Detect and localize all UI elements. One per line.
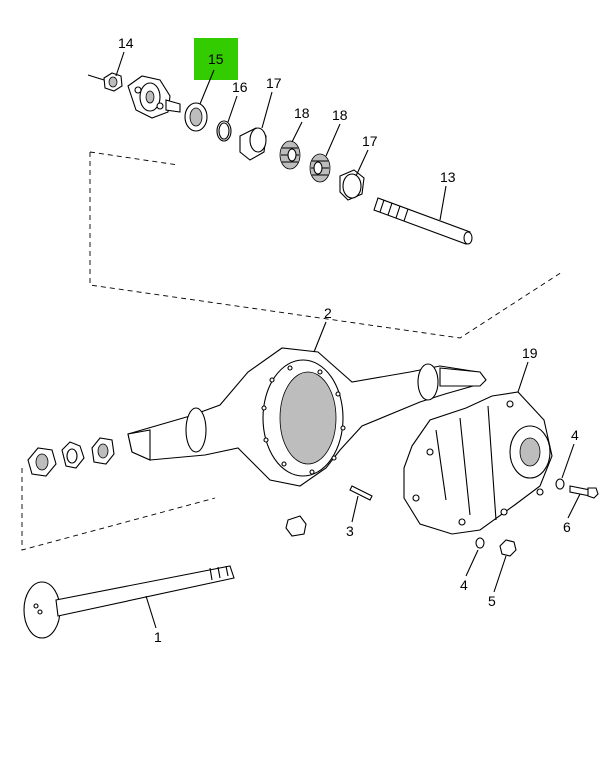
nut-bottom-part[interactable] bbox=[499, 539, 517, 557]
callout-16: 16 bbox=[232, 79, 248, 95]
callout-4-right: 4 bbox=[571, 427, 579, 443]
callout-15: 15 bbox=[208, 51, 224, 67]
bolt-part[interactable] bbox=[569, 485, 599, 499]
callout-13: 13 bbox=[440, 169, 456, 185]
callout-14: 14 bbox=[118, 35, 134, 51]
callout-2: 2 bbox=[324, 305, 332, 321]
lock-washer-part[interactable] bbox=[61, 441, 85, 469]
yoke-flange-part[interactable] bbox=[127, 75, 181, 119]
axle-shaft-part[interactable] bbox=[23, 565, 235, 639]
axle-housing-part[interactable] bbox=[127, 347, 487, 487]
callout-4-bottom: 4 bbox=[460, 577, 468, 593]
callout-18-b: 18 bbox=[332, 107, 348, 123]
bearing-cone-b-part[interactable] bbox=[309, 153, 331, 183]
differential-carrier-part[interactable] bbox=[403, 391, 553, 535]
housing-nut-part[interactable] bbox=[285, 515, 307, 537]
seal-part[interactable] bbox=[184, 102, 208, 132]
leader-lines bbox=[115, 51, 581, 629]
callout-1: 1 bbox=[154, 629, 162, 645]
washer-bottom-part[interactable] bbox=[475, 537, 485, 549]
callout-17-upper: 17 bbox=[266, 75, 282, 91]
pinion-shaft-part[interactable] bbox=[373, 197, 473, 245]
callout-6: 6 bbox=[563, 519, 571, 535]
callout-17-lower: 17 bbox=[362, 133, 378, 149]
callout-18-a: 18 bbox=[294, 105, 310, 121]
callout-3: 3 bbox=[346, 523, 354, 539]
pinion-group-bracket bbox=[89, 152, 563, 339]
highlight-box bbox=[194, 38, 238, 80]
axle-nut-outer-part[interactable] bbox=[27, 447, 57, 477]
bearing-cup-upper-part[interactable] bbox=[239, 127, 267, 161]
washer-right-part[interactable] bbox=[555, 478, 565, 490]
snap-ring-part[interactable] bbox=[216, 120, 232, 142]
axle-nut-inner-part[interactable] bbox=[91, 437, 115, 465]
stud-part[interactable] bbox=[349, 485, 373, 501]
callout-19: 19 bbox=[522, 345, 538, 361]
bearing-cone-a-part[interactable] bbox=[279, 140, 301, 170]
bearing-cup-lower-part[interactable] bbox=[339, 169, 365, 201]
pinion-nut-part[interactable] bbox=[103, 72, 123, 92]
callout-5: 5 bbox=[488, 593, 496, 609]
shaft-group-bracket bbox=[21, 468, 216, 551]
